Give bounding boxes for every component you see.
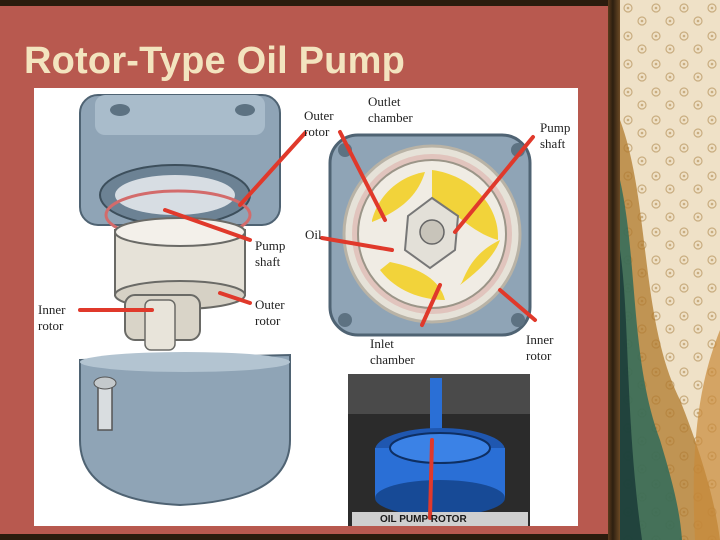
slide-frame-right [608,0,620,540]
label-outer-rotor-top: Outer rotor [304,108,334,139]
pointer-outer-rotor-left [218,291,252,305]
pointer-inner-rotor-right [498,288,537,322]
label-inner-rotor-left: Inner rotor [38,302,66,333]
inner-rotor-illustration [124,294,201,351]
pointer-oil-pump-rotor [428,438,434,520]
label-outlet-chamber: Outlet chamber [368,94,413,125]
pump-cross-section [328,133,532,337]
pointer-pump-shaft-right [453,135,535,234]
slide-title: Rotor-Type Oil Pump [24,40,405,82]
pump-cover-illustration [79,352,291,507]
label-pump-shaft-right: Pump shaft [540,120,571,151]
pointer-lines [78,130,537,520]
pointer-oil [320,236,394,252]
label-inner-rotor-right: Inner rotor [526,332,554,363]
pointer-outlet-chamber [338,130,387,222]
oil-pump-rotor-photo [348,374,530,526]
pointer-pump-shaft-left [163,208,252,242]
pointer-outer-rotor-top [238,131,307,207]
slide-frame-top [0,0,620,6]
slide-frame-bottom [0,534,620,540]
label-inlet-chamber: Inlet chamber [370,336,415,367]
label-pump-shaft-left: Pump shaft [255,238,286,269]
floral-border-decoration [620,0,720,540]
pump-housing-illustration [79,94,281,241]
label-outer-rotor-left: Outer rotor [255,297,285,328]
pointer-inlet-chamber [420,283,442,327]
label-oil: Oil [305,227,322,242]
label-oil-pump-rotor: OIL PUMP ROTOR [380,514,467,525]
